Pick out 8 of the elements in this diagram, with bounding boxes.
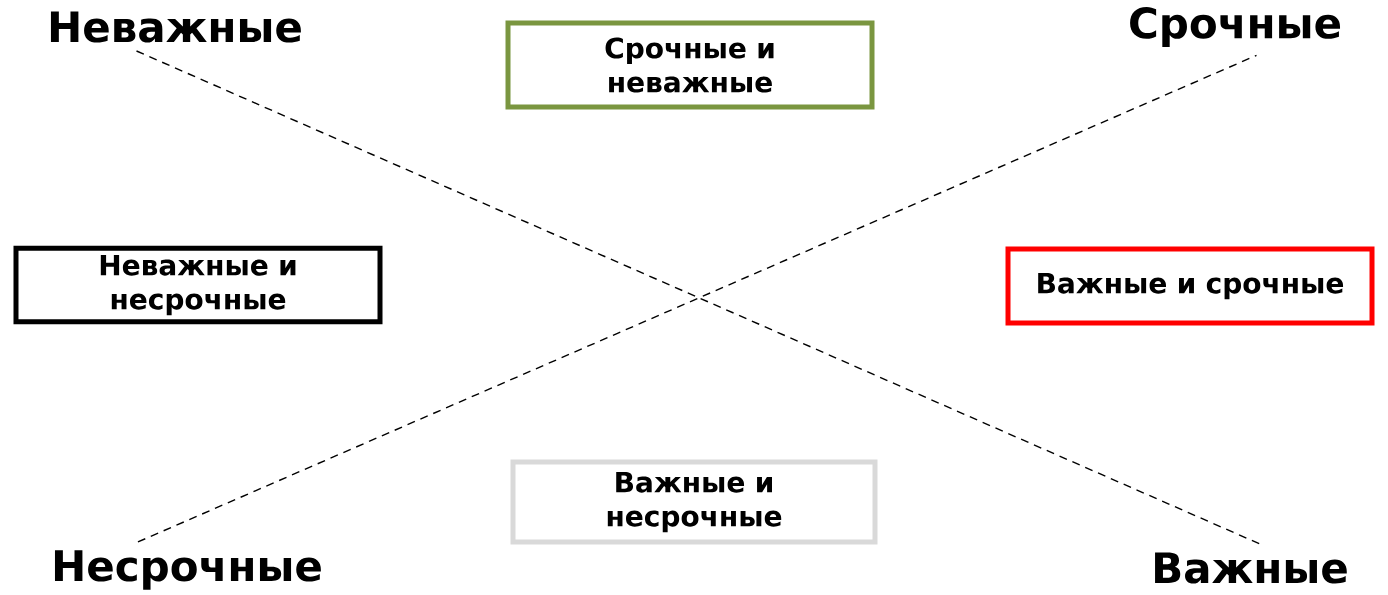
axis-label: Важные [1155, 552, 1347, 584]
quadrant-box: Важные и несрочные [510, 459, 878, 545]
axis-label: Несрочные [54, 550, 321, 590]
axis-label: Срочные [1130, 7, 1340, 47]
quadrant-box: Неважные и несрочные [13, 245, 383, 325]
quadrant-box: Важные и срочные [1005, 246, 1375, 326]
axis-label: Неважные [50, 11, 301, 43]
quadrant-box: Срочные и неважные [505, 20, 875, 110]
